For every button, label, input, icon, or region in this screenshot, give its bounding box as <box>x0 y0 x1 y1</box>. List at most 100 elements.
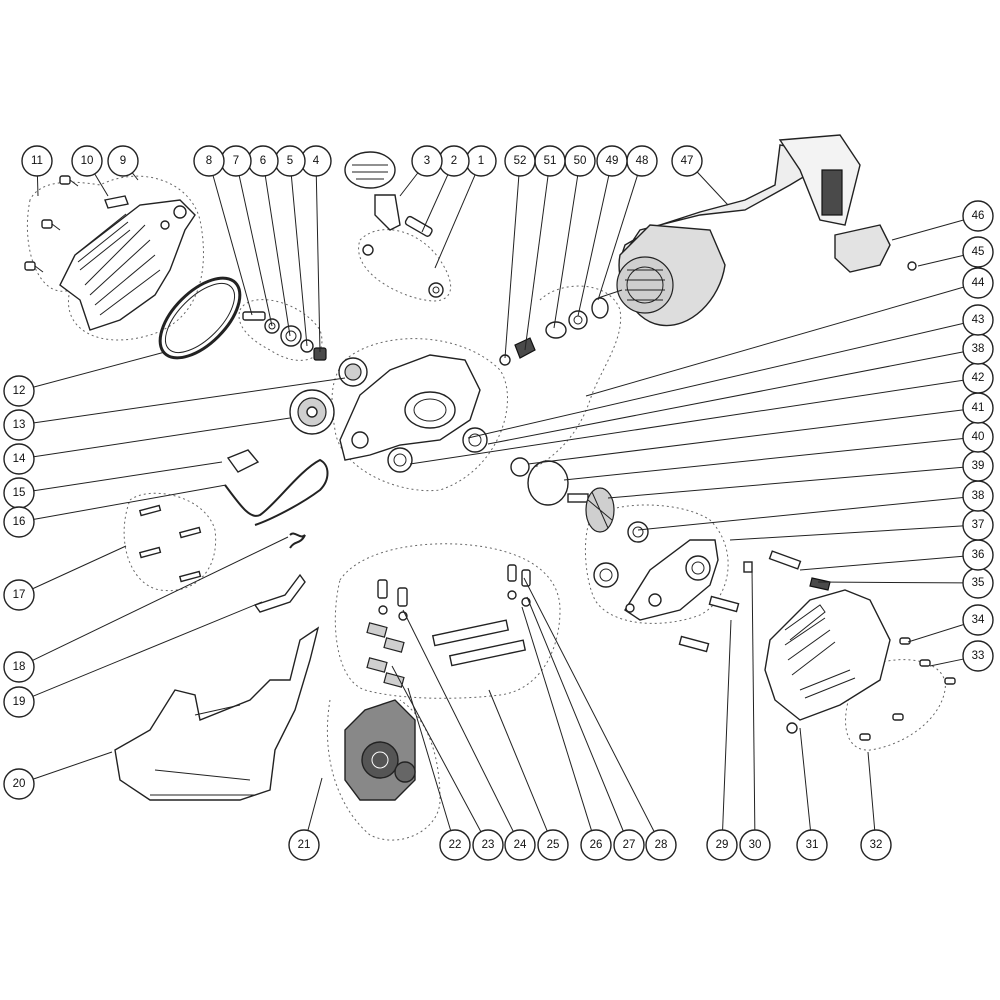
callout-circle <box>439 829 471 861</box>
leader-line-c17 <box>32 545 127 590</box>
callout-number: 36 <box>972 549 985 561</box>
callout-number: 8 <box>206 155 212 167</box>
leader-line-c1 <box>434 174 476 269</box>
callout-circle <box>107 145 139 177</box>
callout-number: 41 <box>972 402 985 414</box>
callout-c25: 25 <box>537 829 569 861</box>
leader-line-c48 <box>597 175 638 301</box>
callout-circle <box>411 145 443 177</box>
callout-c24: 24 <box>504 829 536 861</box>
callout-number: 11 <box>31 155 43 167</box>
part-battery-adapter-46 <box>834 224 917 273</box>
leader-line-c10 <box>94 173 109 197</box>
callout-c17: 17 <box>3 579 35 611</box>
leader-line-c39 <box>607 466 964 499</box>
callout-c45: 45 <box>962 236 994 268</box>
callout-number: 38 <box>972 490 985 502</box>
callout-circle <box>962 304 994 336</box>
callout-c22: 22 <box>439 829 471 861</box>
callout-c50: 50 <box>564 145 596 177</box>
callout-c49: 49 <box>596 145 628 177</box>
leader-line-c41 <box>527 409 964 465</box>
part-brackets-15-16 <box>224 449 329 526</box>
callout-circle <box>962 236 994 268</box>
part-gear-cover-37 <box>624 539 719 621</box>
callout-number: 48 <box>636 155 649 167</box>
leader-line-c43 <box>467 322 964 439</box>
leader-line-c42 <box>409 379 964 465</box>
leader-line-c6 <box>264 175 291 337</box>
leader-lines <box>32 171 964 833</box>
callout-number: 23 <box>482 839 495 851</box>
callout-c43: 43 <box>962 304 994 336</box>
callout-c33: 33 <box>962 640 994 672</box>
leader-line-c7 <box>238 175 273 327</box>
callout-c14: 14 <box>3 443 35 475</box>
callout-circle <box>796 829 828 861</box>
leader-line-c25 <box>488 689 548 832</box>
callout-number: 39 <box>972 460 985 472</box>
callout-c35: 35 <box>962 567 994 599</box>
callout-circle <box>3 443 35 475</box>
callout-circle <box>706 829 738 861</box>
callout-c38b: 38 <box>962 333 994 365</box>
callout-number: 6 <box>260 155 266 167</box>
part-lever-19 <box>253 573 306 613</box>
callout-c51: 51 <box>534 145 566 177</box>
leader-line-c33 <box>929 658 964 667</box>
callout-number: 45 <box>972 246 985 258</box>
callout-circle <box>3 686 35 718</box>
callout-c18: 18 <box>3 651 35 683</box>
callout-number: 22 <box>449 839 462 851</box>
callout-c7: 7 <box>220 145 252 177</box>
leader-line-c26 <box>521 606 593 831</box>
callout-circle <box>472 829 504 861</box>
leader-line-c8 <box>212 175 253 316</box>
leader-line-c5 <box>290 175 308 347</box>
part-gaskets-40-41 <box>510 457 569 506</box>
callout-c52: 52 <box>504 145 536 177</box>
leader-line-c20 <box>33 751 113 780</box>
callout-c44: 44 <box>962 267 994 299</box>
callout-c16: 16 <box>3 506 35 538</box>
part-blade-guard-31 <box>764 589 891 734</box>
callout-c2: 2 <box>438 145 470 177</box>
leader-line-c18 <box>32 536 289 661</box>
callout-number: 49 <box>606 155 619 167</box>
part-gear-shaft-39 <box>567 487 615 533</box>
callout-number: 30 <box>749 839 762 851</box>
callout-number: 50 <box>574 155 587 167</box>
leader-line-c34 <box>907 624 964 643</box>
callout-circle <box>739 829 771 861</box>
callout-circle <box>580 829 612 861</box>
callout-c28: 28 <box>645 829 677 861</box>
leader-line-c45 <box>917 254 964 267</box>
callout-c11: 11 <box>21 145 53 177</box>
callout-circle <box>962 604 994 636</box>
part-knob-and-pin-1-3 <box>344 151 444 298</box>
callout-number: 28 <box>655 839 668 851</box>
leader-line-c36 <box>799 555 964 571</box>
leader-line-c35 <box>817 581 964 584</box>
leader-line-c22 <box>407 687 452 831</box>
callout-c29: 29 <box>706 829 738 861</box>
callout-c8: 8 <box>193 145 225 177</box>
callout-number: 13 <box>13 419 26 431</box>
callout-c30: 30 <box>739 829 771 861</box>
leader-line-c11 <box>36 175 39 197</box>
callout-number: 2 <box>451 155 457 167</box>
callout-number: 38 <box>972 343 985 355</box>
callout-number: 20 <box>13 778 26 790</box>
dotted-grouping-outlines <box>26 175 946 841</box>
callout-c26: 26 <box>580 829 612 861</box>
leader-line-c3 <box>399 172 419 197</box>
callout-circle <box>860 829 892 861</box>
part-pins-17 <box>138 504 202 583</box>
callout-c38a: 38 <box>962 480 994 512</box>
callout-number: 34 <box>972 614 985 626</box>
leader-line-c21 <box>307 777 323 831</box>
callout-c12: 12 <box>3 375 35 407</box>
callout-number: 29 <box>716 839 729 851</box>
callout-c27: 27 <box>613 829 645 861</box>
